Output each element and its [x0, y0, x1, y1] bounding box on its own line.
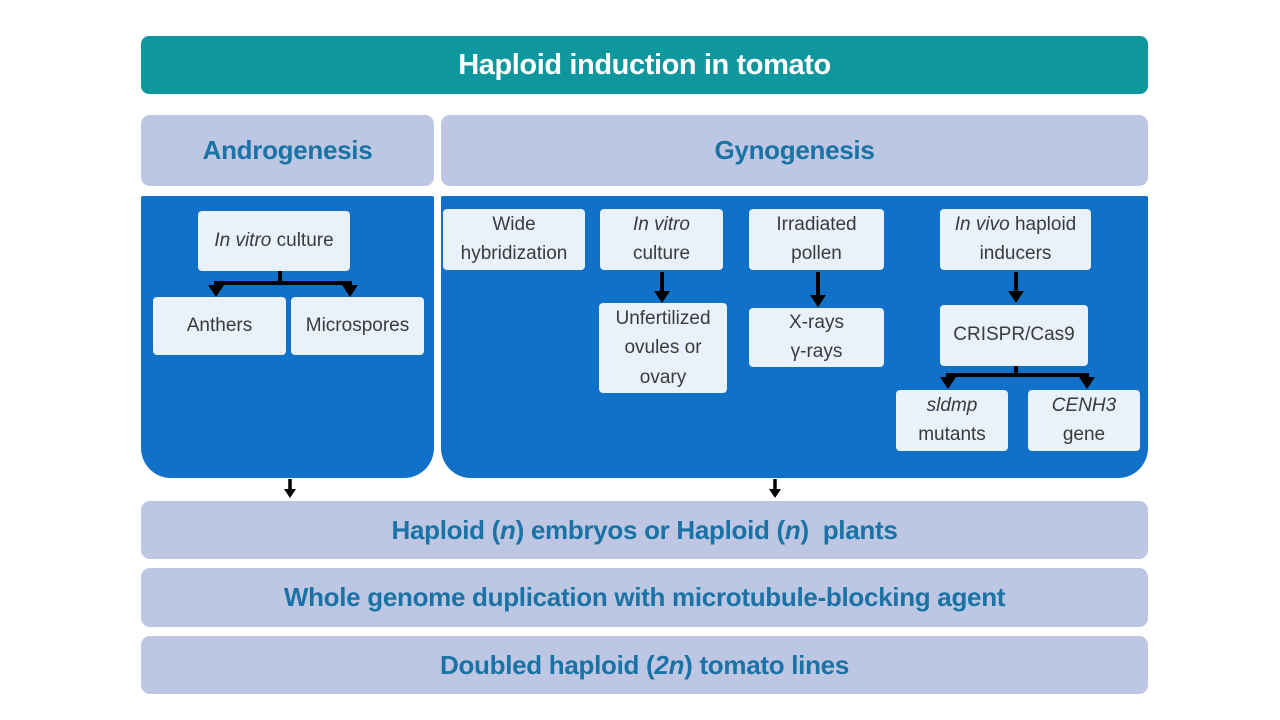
node-label: Anthers — [186, 314, 253, 336]
androgenesis-panel: In vitro culture Anthers Microspores — [141, 196, 434, 478]
down-arrow-icon — [284, 479, 296, 498]
title-banner: Haploid induction in tomato — [141, 36, 1148, 94]
node-label: In vitro culture — [214, 229, 334, 251]
node-label: Microspores — [305, 314, 410, 336]
node-crispr-cas9: CRISPR/Cas9 — [940, 305, 1088, 366]
haploid-result-bar: Haploid (n) embryos or Haploid (n) plant… — [141, 501, 1148, 559]
node-anthers: Anthers — [153, 297, 286, 355]
bar-label: Doubled haploid (2n) tomato lines — [439, 649, 849, 680]
down-arrow-icon — [769, 479, 781, 498]
node-label: CRISPR/Cas9 — [953, 324, 1075, 346]
node-microspores: Microspores — [291, 297, 424, 355]
node-in-vitro-culture-androgenesis: In vitro culture — [198, 211, 350, 271]
genome-duplication-bar: Whole genome duplication with microtubul… — [141, 568, 1148, 627]
bar-label: Whole genome duplication with microtubul… — [283, 582, 1006, 612]
bar-label: Haploid (n) embryos or Haploid (n) plant… — [391, 514, 898, 545]
gynogenesis-header: Gynogenesis — [441, 115, 1148, 186]
androgenesis-header: Androgenesis — [141, 115, 434, 186]
doubled-haploid-bar: Doubled haploid (2n) tomato lines — [141, 636, 1148, 694]
page-title: Haploid induction in tomato — [458, 48, 831, 81]
